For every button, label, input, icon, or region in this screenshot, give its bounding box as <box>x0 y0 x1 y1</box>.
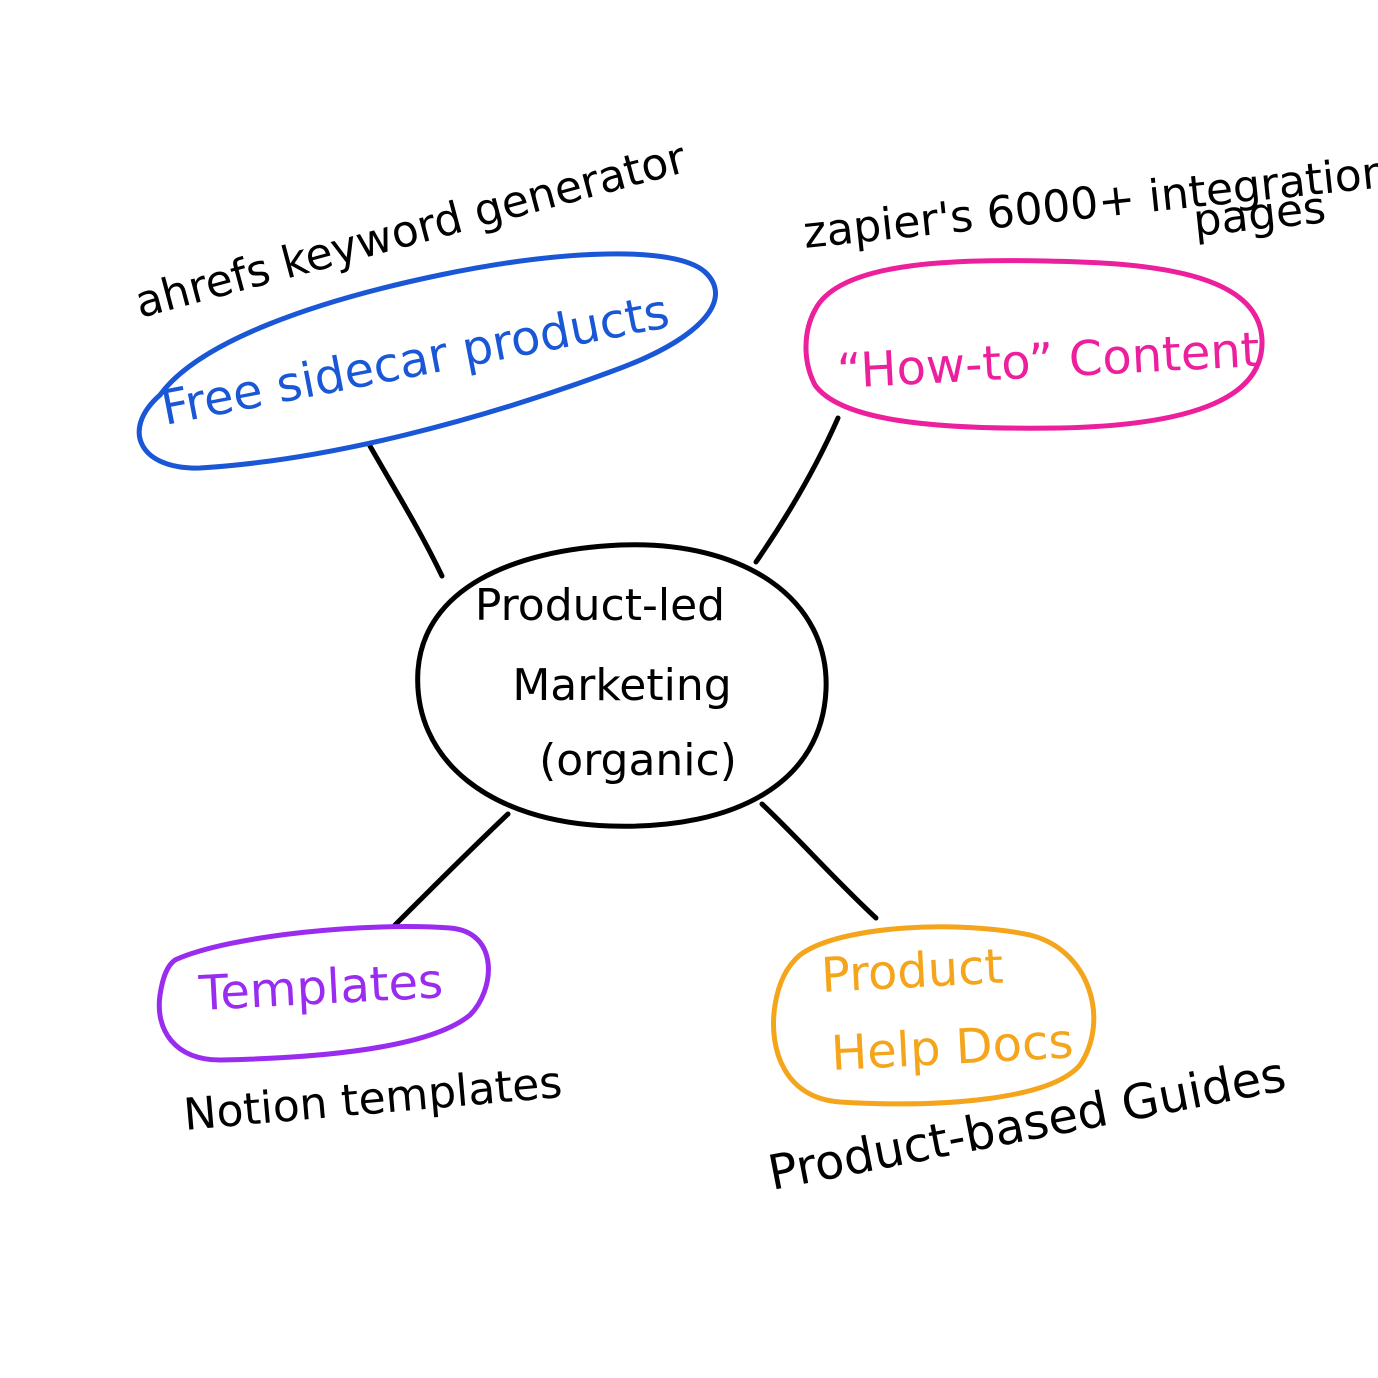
templates-node-label: Templates <box>197 953 445 1022</box>
free-sidecar-node-label: Free sidecar products <box>157 283 674 436</box>
center-node-line-2: Marketing <box>512 660 731 711</box>
center-node-outline <box>415 542 829 829</box>
help-docs-node-label-line-2: Help Docs <box>830 1013 1075 1082</box>
help-docs-node-label-line-1: Product <box>820 939 1005 1004</box>
how-to-node-outline <box>803 258 1265 431</box>
templates-example: Notion templates <box>182 1057 565 1141</box>
connector-help-docs <box>759 801 879 921</box>
connector-how-to <box>753 415 841 565</box>
center-node-line-3: (organic) <box>539 735 737 786</box>
help-docs-node-outline <box>771 924 1097 1107</box>
connector-templates <box>392 811 511 928</box>
templates-node-outline <box>156 924 491 1063</box>
connector-free-sidecar <box>367 443 445 579</box>
center-node-line-1: Product-led <box>475 580 725 631</box>
free-sidecar-node-outline <box>136 251 718 471</box>
how-to-node-label: “How-to” Content <box>836 322 1261 400</box>
